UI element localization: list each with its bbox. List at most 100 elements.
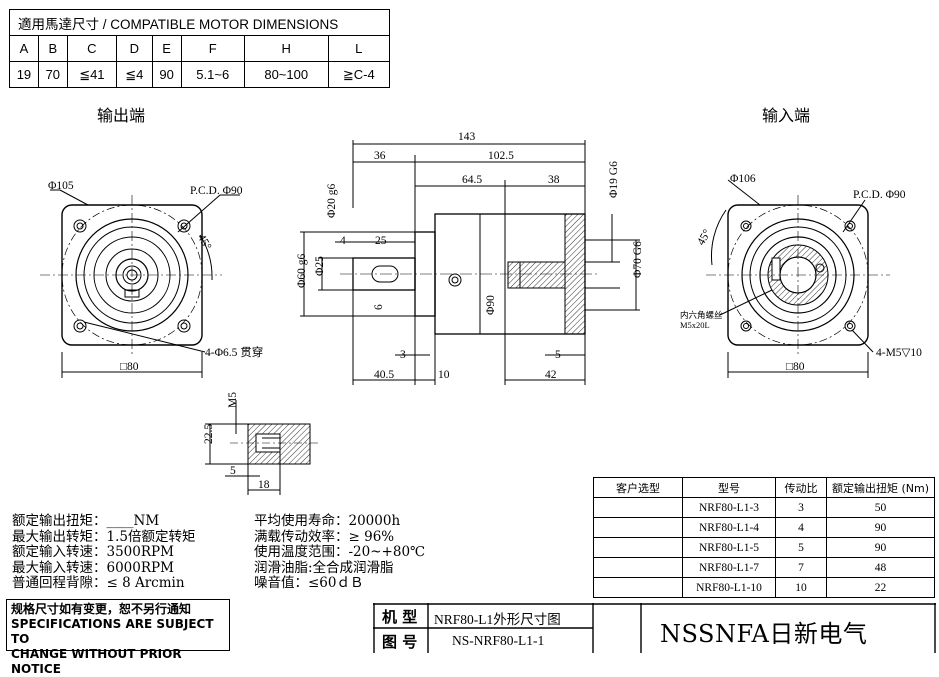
spec-value: ____NM xyxy=(106,513,160,529)
spec-row: 平均使用寿命：20000h xyxy=(254,513,425,530)
input-dia-outer: Φ106 xyxy=(730,173,756,185)
pilot-dia: Φ70 G6 xyxy=(632,241,644,278)
ratio-cell: 5 xyxy=(775,537,827,558)
notice-en-1: SPECIFICATIONS ARE SUBJECT TO xyxy=(11,617,214,646)
model-cell: NRF80-L1-5 xyxy=(682,537,776,558)
dim-10: 10 xyxy=(438,369,450,381)
input-screw-note-1: 内六角螺丝 xyxy=(680,310,723,320)
technical-drawing: 输出端 输入端 Φ105 P.C.D. Φ90 45° 4-Φ6.5 贯穿 □8 xyxy=(40,106,922,495)
spec-value: 全合成润滑脂 xyxy=(312,559,394,576)
input-end-view xyxy=(706,179,890,378)
ratio-cell: 10 xyxy=(775,577,827,598)
dim-3: 3 xyxy=(400,349,406,361)
detail-m5: M5 xyxy=(227,392,239,408)
flange-dia: Φ60 g6 xyxy=(296,253,308,288)
torque-cell: 50 xyxy=(826,497,935,518)
motor-header-e: E xyxy=(151,35,182,62)
spec-label: 平均使用寿命： xyxy=(254,513,349,529)
spec-value: 3500RPM xyxy=(106,544,174,561)
spec-value: ：≤60ｄＢ xyxy=(294,575,364,592)
specs-left: 额定输出扭矩：____NM 最大输出转矩：1.5倍额定转矩 额定输入转速：350… xyxy=(12,513,196,592)
motor-value-e: 90 xyxy=(151,61,182,88)
notice-en-2: CHANGE WITHOUT PRIOR NOTICE xyxy=(11,647,182,676)
spec-value: 6000RPM xyxy=(106,559,174,576)
torque-cell: 22 xyxy=(826,577,935,598)
dim-25: 25 xyxy=(375,235,387,247)
model-cell: NRF80-L1-7 xyxy=(682,557,776,578)
input-dia: Φ19 G6 xyxy=(608,161,620,198)
output-dia-outer: Φ105 xyxy=(48,180,74,192)
model-selection-table: 客户选型 型号 传动比 额定输出扭矩 (Nm) NRF80-L1-3 3 50 … xyxy=(593,477,935,598)
spec-label: 满载传动效率： xyxy=(254,528,349,545)
key-dia: Φ25 xyxy=(314,256,326,276)
shaft-dia: Φ20 g6 xyxy=(326,183,338,218)
spec-row: 普通回程背隙：≤ 8 Arcmin xyxy=(12,576,195,592)
input-square: □80 xyxy=(786,361,805,373)
dim-42: 42 xyxy=(545,369,557,381)
spec-row: 使用温度范围：-20~+80℃ xyxy=(254,544,425,561)
output-pcd: P.C.D. Φ90 xyxy=(190,185,243,197)
brand-name: NSSNFA日新电气 xyxy=(660,620,868,648)
dim-40-5: 40.5 xyxy=(374,369,394,381)
output-holes: 4-Φ6.5 贯穿 xyxy=(205,345,263,359)
table-row: NRF80-L1-5 5 90 xyxy=(593,537,935,558)
ratio-cell: 3 xyxy=(775,497,827,518)
spec-row: 噪音值：≤60ｄＢ xyxy=(254,576,425,592)
spec-row: 满载传动效率：≥ 96% xyxy=(254,528,425,546)
motor-value-f: 5.1~6 xyxy=(180,61,245,88)
model-header-ratio: 传动比 xyxy=(775,477,827,498)
title-block-model-value: NRF80-L1外形尺寸图 xyxy=(434,612,561,627)
title-block-frame xyxy=(373,603,936,653)
model-cell: NRF80-L1-10 xyxy=(682,577,776,598)
motor-header-a: A xyxy=(9,35,39,62)
model-cell: NRF80-L1-3 xyxy=(682,497,776,518)
model-cell: NRF80-L1-4 xyxy=(682,517,776,538)
dim-36: 36 xyxy=(374,150,386,162)
table-row: NRF80-L1-10 10 22 xyxy=(593,577,935,598)
motor-dimension-table: 適用馬達尺寸 / COMPATIBLE MOTOR DIMENSIONS A B… xyxy=(9,9,391,88)
side-section-view xyxy=(300,140,640,385)
overall-length: 143 xyxy=(458,131,476,143)
spec-label: 额定输出扭矩： xyxy=(12,513,107,529)
torque-cell: 48 xyxy=(826,557,935,578)
spec-row: 最大输出转矩：1.5倍额定转矩 xyxy=(12,528,196,546)
customer-cell xyxy=(593,497,683,518)
spec-label: 最大输出转矩： xyxy=(12,528,107,545)
spec-value: 1.5倍额定转矩 xyxy=(106,528,196,545)
notice-cn: 规格尺寸如有变更，恕不另行通知 xyxy=(11,602,192,616)
motor-table-title: 適用馬達尺寸 / COMPATIBLE MOTOR DIMENSIONS xyxy=(9,9,390,36)
motor-value-b: 70 xyxy=(37,61,68,88)
table-row: NRF80-L1-7 7 48 xyxy=(593,557,935,578)
motor-value-d: ≦4 xyxy=(115,61,153,88)
spec-row: 润滑油脂:全合成润滑脂 xyxy=(254,559,425,577)
spec-label: 润滑油脂: xyxy=(254,559,313,576)
dim-5: 5 xyxy=(555,349,561,361)
model-header-torque: 额定输出扭矩 (Nm) xyxy=(826,477,935,498)
spec-label: 普通回程背隙： xyxy=(12,575,107,592)
spec-row: 最大输入转速：6000RPM xyxy=(12,559,195,577)
table-row: NRF80-L1-3 3 50 xyxy=(593,497,935,518)
output-end-view xyxy=(40,189,240,378)
body-dia: Φ90 xyxy=(485,295,497,315)
spec-label: 使用温度范围： xyxy=(254,544,349,561)
output-view-title: 输出端 xyxy=(97,106,145,125)
model-header-model: 型号 xyxy=(682,477,776,498)
torque-cell: 90 xyxy=(826,517,935,538)
title-block-drawing-label: 图 号 xyxy=(382,633,418,651)
spec-label: 最大输入转速： xyxy=(12,559,107,576)
dim-64-5: 64.5 xyxy=(462,174,482,186)
spec-value: ≤ 8 Arcmin xyxy=(106,575,185,592)
spec-label: 噪音值 xyxy=(254,575,295,592)
title-block-drawing-value: NS-NRF80-L1-1 xyxy=(452,633,545,648)
title-block-model-label: 机 型 xyxy=(382,608,418,626)
motor-header-d: D xyxy=(115,35,153,62)
input-view-title: 输入端 xyxy=(762,106,810,125)
input-holes: 4-M5▽10 xyxy=(876,347,922,359)
customer-cell xyxy=(593,577,683,598)
output-bolt-holes xyxy=(73,219,191,333)
customer-cell xyxy=(593,537,683,558)
detail-22-5: 22.5 xyxy=(203,424,215,444)
ratio-cell: 4 xyxy=(775,517,827,538)
detail-section-view xyxy=(205,400,318,495)
ratio-cell: 7 xyxy=(775,557,827,578)
